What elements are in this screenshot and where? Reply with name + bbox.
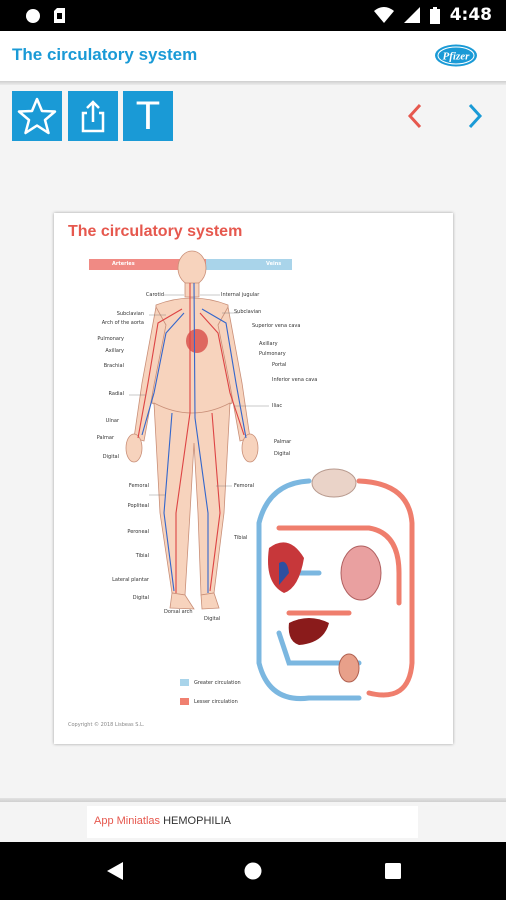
label-lateral-plantar: Lateral plantar [112,577,149,583]
text-size-button[interactable]: T [123,91,173,141]
cellular-signal-icon [403,7,420,23]
home-icon [244,862,262,880]
chevron-left-icon [407,103,422,129]
label-brachial: Brachial [103,363,124,369]
arteries-label: Arteries [112,261,135,267]
document-title: The circulatory system [68,223,243,240]
label-carotid: Carotid [145,292,164,298]
label-femoral-right: Femoral [234,483,255,489]
label-digital-foot-left: Digital [132,595,149,601]
home-button[interactable] [240,858,266,884]
circulatory-system-illustration[interactable]: The circulatory system Arteries Veins [54,213,453,744]
back-button[interactable] [102,858,128,884]
label-superior-vena-cava: Superior vena cava [252,323,301,329]
app-bar: The circulatory system Pfizer [0,31,506,81]
chevron-right-icon [468,103,483,129]
label-digital-foot-right: Digital [204,616,221,622]
footer-text: App Miniatlas HEMOPHILIA [94,815,231,827]
label-iliac: Iliac [272,403,283,409]
share-icon [81,100,105,133]
status-bar: 4:48 [0,0,506,31]
label-popliteal: Popliteal [127,503,149,509]
pfizer-logo: Pfizer [434,43,478,68]
footer: App Miniatlas HEMOPHILIA [0,802,506,842]
legend-greater-swatch [180,679,189,686]
battery-icon [429,6,440,24]
label-digital-hand-left: Digital [102,454,119,460]
favorite-button[interactable] [12,91,62,141]
circulation-schematic [256,468,415,702]
label-dorsal-arch: Dorsal arch [164,609,193,615]
footer-banner: App Miniatlas HEMOPHILIA [87,806,418,838]
logo-text: Pfizer [443,51,471,63]
share-button[interactable] [68,91,118,141]
label-subclavian-right: Subclavian [234,309,262,315]
back-icon [107,862,123,880]
label-pulmonary-left: Pulmonary [97,336,124,342]
copyright-notice: Copyright © 2018 Lisbeas S.L. [68,722,145,728]
veins-label: Veins [266,261,282,267]
label-pulmonary-right: Pulmonary [259,351,286,357]
label-palmar-left: Palmar [96,435,114,441]
label-tibial-right: Tibial [234,535,248,541]
previous-page-button[interactable] [400,96,430,136]
recents-icon [385,863,401,879]
human-body-figure [125,250,269,610]
label-arch-aorta: Arch of the aorta [101,320,144,326]
label-palmar-right: Palmar [274,439,292,445]
legend-lesser-swatch [180,698,189,705]
footer-brand: App Miniatlas [94,815,161,827]
label-tibial-left: Tibial [135,553,149,559]
label-peroneal: Peroneal [127,529,149,535]
sim-card-icon [54,8,65,23]
system-navigation-bar [0,842,506,900]
label-portal: Portal [272,362,287,368]
notification-dot-icon [26,8,40,23]
legend-lesser-circulation: Lesser circulation [194,699,238,705]
text-size-icon: T [135,94,161,138]
legend-greater-circulation: Greater circulation [194,680,241,686]
label-ulnar: Ulnar [105,418,119,424]
footer-product: HEMOPHILIA [163,815,231,827]
label-axillary-right: Axillary [259,341,278,347]
footer-divider [0,798,506,802]
next-page-button[interactable] [460,96,490,136]
wifi-icon [373,7,394,23]
star-icon [17,97,57,135]
label-digital-hand-right: Digital [274,451,291,457]
label-internal-jugular: Internal jugular [221,292,260,298]
recents-button[interactable] [380,858,406,884]
status-time: 4:48 [449,5,492,25]
app-bar-divider [0,81,506,85]
label-inferior-vena-cava: Inferior vena cava [272,377,318,383]
label-femoral-left: Femoral [128,483,149,489]
label-subclavian-left: Subclavian [116,311,144,317]
label-radial: Radial [108,391,124,397]
arteries-band [89,259,206,270]
page-title: The circulatory system [12,45,198,64]
veins-band [206,259,292,270]
label-axillary-left: Axillary [105,348,124,354]
